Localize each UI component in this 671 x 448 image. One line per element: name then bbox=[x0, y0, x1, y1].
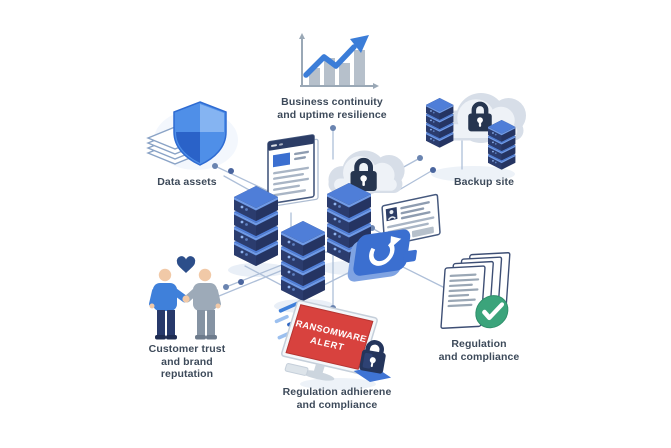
label-line: reputation bbox=[160, 368, 214, 380]
heart-icon bbox=[176, 256, 196, 273]
label-regulation-compliance: Regulation and compliance bbox=[414, 338, 544, 363]
label-line: Backup site bbox=[453, 176, 515, 188]
recovery-badge-icon bbox=[347, 228, 424, 288]
label-line: and compliance bbox=[296, 398, 378, 411]
shield bbox=[173, 101, 227, 166]
label-line: and compliance bbox=[438, 350, 520, 363]
browser-window-icon bbox=[264, 130, 326, 210]
label-line: Data assets bbox=[157, 176, 217, 188]
connector-dots bbox=[212, 125, 455, 311]
backup-server-stack-left bbox=[426, 98, 453, 148]
label-data-assets: Data assets bbox=[132, 176, 242, 189]
label-ransomware-regulation: Regulation adhierene and compliance bbox=[252, 386, 422, 411]
documents-check-icon bbox=[440, 252, 520, 344]
padlock-icon bbox=[352, 334, 396, 386]
handshake-heart-icon bbox=[144, 246, 236, 346]
shield-data-icon bbox=[146, 100, 242, 178]
server-tower-left bbox=[234, 186, 278, 268]
label-backup-site: Backup site bbox=[429, 176, 539, 189]
label-line: and uptime resilience bbox=[277, 108, 387, 121]
label-line: Customer trust bbox=[148, 343, 226, 355]
label-line: and brand bbox=[161, 355, 213, 368]
backup-server-stack-right bbox=[488, 120, 515, 170]
check-circle-icon bbox=[475, 295, 509, 329]
ransomware-monitor-icon: RANSOMWARE ALERT bbox=[280, 292, 394, 392]
label-line: Business continuity bbox=[281, 96, 383, 108]
cloud-lock-servers-icon bbox=[424, 86, 530, 178]
server-tower-front bbox=[281, 221, 325, 303]
label-line: Regulation bbox=[451, 338, 507, 350]
label-business-continuity: Business continuity and uptime resilienc… bbox=[247, 96, 417, 121]
label-line: Regulation adhierene bbox=[282, 386, 392, 398]
label-customer-trust: Customer trust and brand reputation bbox=[122, 343, 252, 381]
growth-chart-icon bbox=[290, 30, 382, 96]
